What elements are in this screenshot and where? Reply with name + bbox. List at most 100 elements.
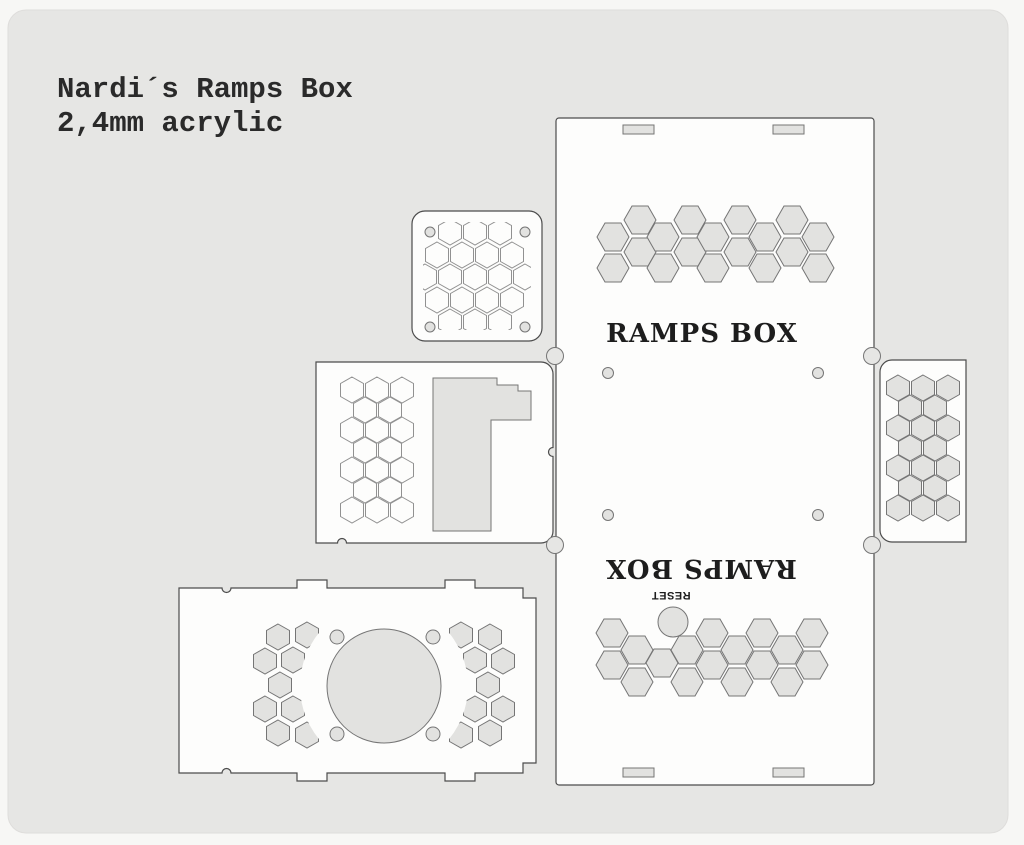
corner-relief-hole (546, 347, 564, 365)
hex-vent-hole (390, 496, 414, 524)
panel-base-plate (178, 579, 537, 782)
hex-vent-hole (365, 376, 389, 404)
corner-relief-hole (863, 347, 881, 365)
fan-left-cluster (253, 621, 319, 749)
corner-relief-hole (546, 536, 564, 554)
hex-vent-hole (478, 719, 502, 747)
hex-vent-hole (886, 374, 910, 402)
hex-vent-hole (720, 667, 754, 697)
mount-hole (812, 509, 824, 521)
hex-vent-hole (670, 635, 704, 665)
hex-vent-hole (450, 286, 474, 314)
hex-vent-hole (390, 416, 414, 444)
hex-vent-hole (695, 618, 729, 648)
hex-vent-hole (488, 263, 512, 291)
hex-vent-hole (936, 454, 960, 482)
fan-screw-hole (425, 629, 441, 645)
hex-vent-hole (620, 667, 654, 697)
hex-vent-hole (340, 496, 364, 524)
hex-vent-hole (365, 416, 389, 444)
hex-vent-hole (886, 414, 910, 442)
drawing-title-line1: Nardi´s Ramps Box (57, 73, 353, 106)
hex-vent-hole (476, 671, 500, 699)
hex-vent-hole (748, 222, 782, 252)
hex-vent-hole (623, 237, 657, 267)
fan-opening (326, 628, 442, 744)
hex-vent-hole (425, 241, 449, 269)
hex-vent-hole (923, 474, 947, 502)
hex-vent-hole (281, 646, 305, 674)
hex-vent-hole (923, 434, 947, 462)
fan-screw-hole (425, 726, 441, 742)
hex-vent-hole (886, 494, 910, 522)
hex-vent-hole (390, 376, 414, 404)
hex-vent-hole (478, 623, 502, 651)
left-panel-hexes (340, 376, 414, 524)
joint-slot (622, 767, 655, 778)
hex-vent-hole (449, 621, 473, 649)
hex-vent-hole (253, 647, 277, 675)
hex-vent-hole (745, 650, 779, 680)
hex-vent-hole (353, 476, 377, 504)
hex-vent-hole (748, 253, 782, 283)
hex-vent-hole (595, 618, 629, 648)
hex-vent-hole (911, 414, 935, 442)
mount-hole (602, 367, 614, 379)
hex-vent-hole (491, 647, 515, 675)
hex-vent-hole (596, 222, 630, 252)
hex-vent-hole (623, 205, 657, 235)
hex-vent-hole (266, 719, 290, 747)
panel-right-side (879, 359, 967, 543)
hex-vent-hole (488, 222, 512, 246)
hex-vent-hole (253, 695, 277, 723)
hex-vent-hole (475, 241, 499, 269)
panel-fan-grill (411, 210, 543, 342)
hex-vent-hole (463, 646, 487, 674)
hex-vent-hole (770, 667, 804, 697)
hex-vent-hole (463, 308, 487, 330)
grill-screw-hole (424, 321, 436, 333)
hex-vent-hole (696, 222, 730, 252)
hex-vent-hole (595, 650, 629, 680)
hex-vent-hole (500, 286, 524, 314)
right-panel-hexes (886, 374, 960, 522)
hex-vent-hole (438, 222, 462, 246)
top-band-hexes (596, 205, 835, 283)
hex-vent-hole (365, 496, 389, 524)
hex-vent-hole (438, 263, 462, 291)
hex-vent-hole (463, 263, 487, 291)
reset-button-hole (657, 606, 689, 638)
hex-vent-hole (266, 623, 290, 651)
hex-vent-hole (911, 374, 935, 402)
hex-vent-hole (390, 456, 414, 484)
hex-vent-hole (670, 667, 704, 697)
hex-vent-hole (770, 635, 804, 665)
hex-vent-hole (936, 494, 960, 522)
joint-slot (772, 767, 805, 778)
hex-vent-hole (353, 396, 377, 424)
hex-vent-hole (795, 618, 829, 648)
fan-screw-hole (329, 629, 345, 645)
corner-relief-hole (863, 536, 881, 554)
hex-vent-hole (801, 253, 835, 283)
panel-left-side (315, 361, 554, 544)
hex-vent-hole (378, 396, 402, 424)
mount-hole (812, 367, 824, 379)
drawing-title-line2: 2,4mm acrylic (57, 107, 283, 140)
hex-vent-hole (936, 374, 960, 402)
hex-vent-hole (365, 456, 389, 484)
grill-screw-hole (424, 226, 436, 238)
hex-vent-hole (775, 237, 809, 267)
fan-right-cluster (449, 621, 515, 749)
hex-vent-hole (720, 635, 754, 665)
panel-main-box: RAMPS BOX RAMPS BOX RESET (555, 117, 875, 786)
grill-hexes (423, 222, 531, 330)
joint-slot (622, 124, 655, 135)
engraving-reset: RESET (651, 589, 690, 601)
hex-vent-hole (450, 241, 474, 269)
grill-screw-hole (519, 321, 531, 333)
hex-vent-hole (673, 237, 707, 267)
hex-vent-hole (886, 454, 910, 482)
hex-vent-hole (801, 222, 835, 252)
hex-vent-hole (438, 308, 462, 330)
